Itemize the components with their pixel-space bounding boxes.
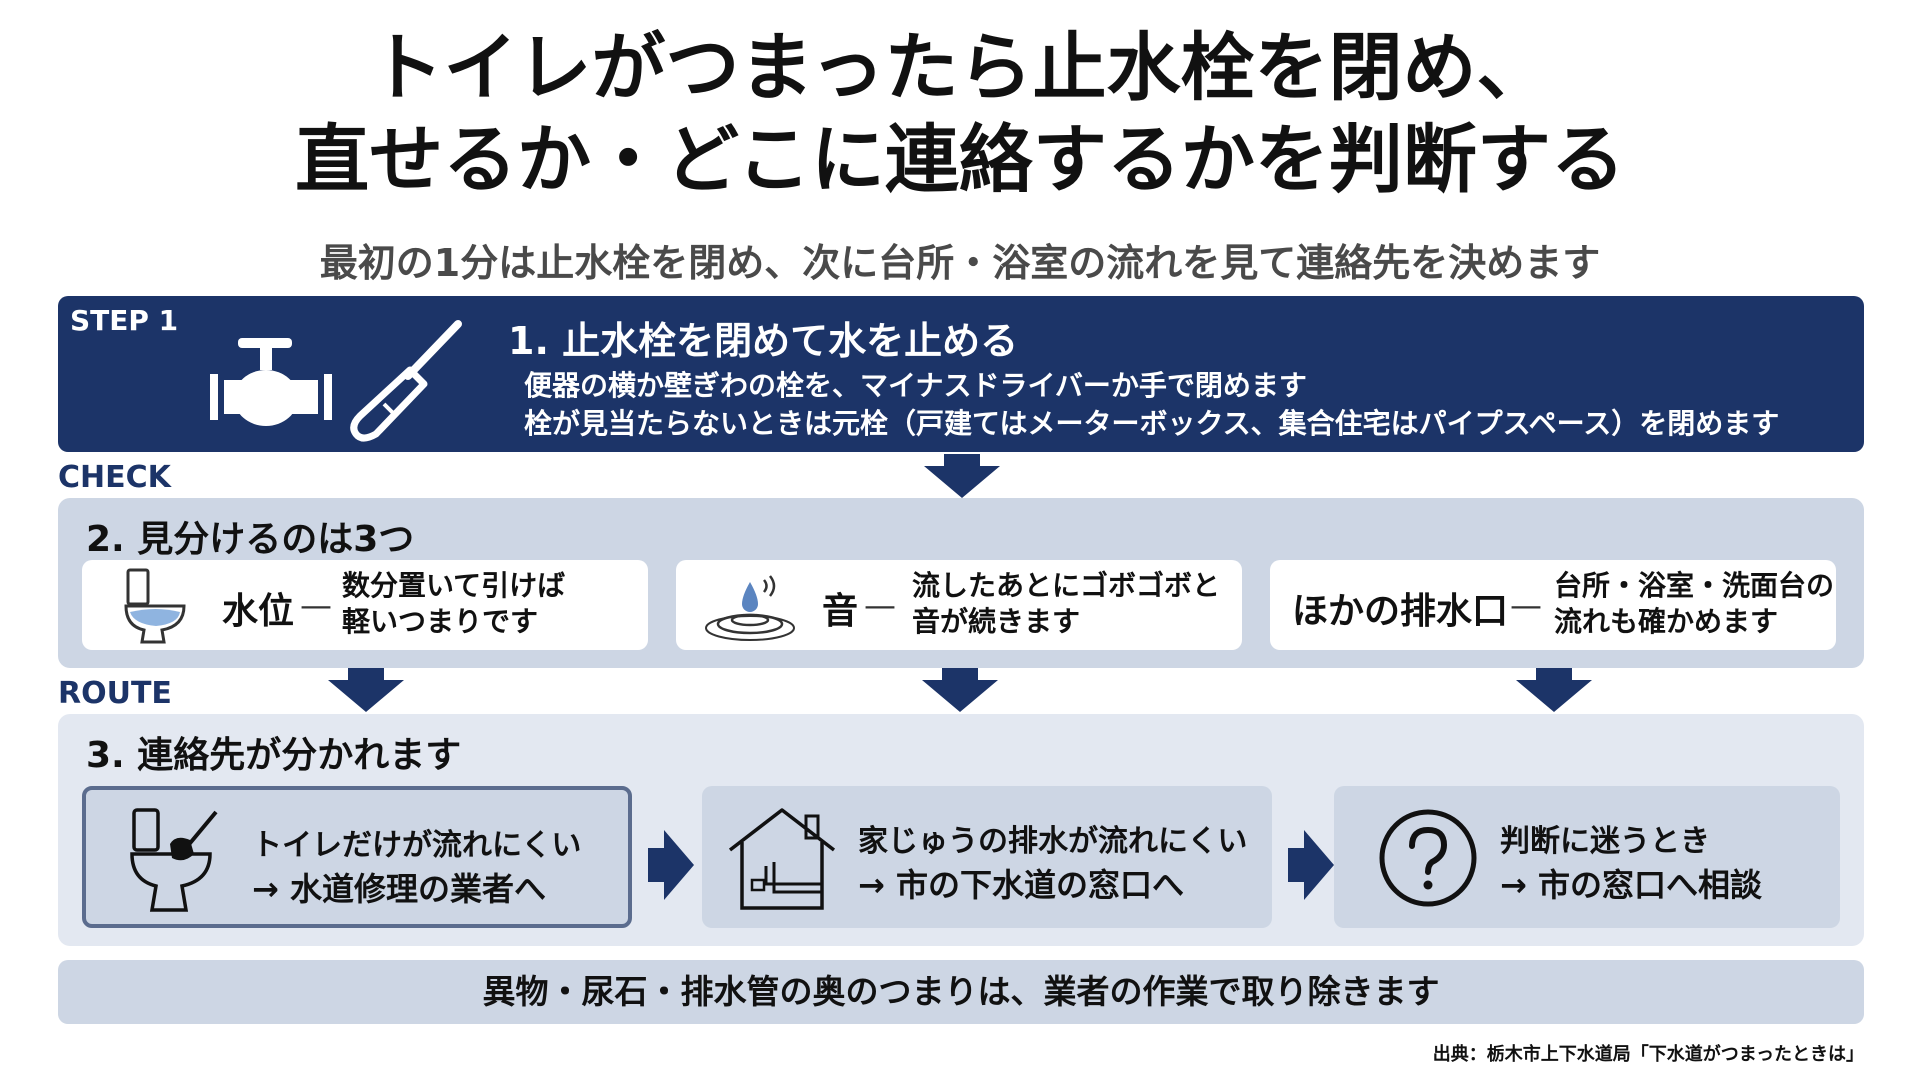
arrow-down-2a: [328, 668, 404, 712]
step1-tag: STEP 1: [70, 304, 179, 337]
source-credit: 出典：栃木市上下水道局「下水道がつまったときは」: [1432, 1044, 1864, 1065]
arrow-right-1: [648, 830, 694, 900]
bottom-note: 異物・尿石・排水管の奥のつまりは、業者の作業で取り除きます: [58, 960, 1864, 1024]
route-card-plumber: トイレだけが流れにくい → 水道修理の業者へ: [82, 786, 632, 928]
route-consult-line-2: → 市の窓口へ相談: [1500, 866, 1762, 904]
title-line-1: トイレがつまったら止水栓を閉め、: [369, 25, 1551, 111]
check-dash: —: [1510, 586, 1542, 624]
arrow-right-2: [1288, 830, 1334, 900]
arrow-down-2c: [1516, 668, 1592, 712]
route-plumber-line-2: → 水道修理の業者へ: [252, 870, 546, 908]
check-dash: —: [300, 586, 332, 624]
check-heading: 2. 見分けるのは3つ: [86, 519, 415, 560]
check-label-sound: 音: [822, 591, 859, 632]
step1-line-1: 便器の横か壁ぎわの栓を、マイナスドライバーか手で閉めます: [524, 369, 1307, 402]
step1-heading: 1. 止水栓を閉めて水を止める: [508, 319, 1019, 363]
route-tag: ROUTE: [58, 676, 172, 711]
check-card-sound: 音 — 流したあとにゴボゴボと 音が続きます: [676, 560, 1242, 650]
water-drop-sound-icon: [705, 575, 795, 641]
title-line-2: 直せるか・どこに連絡するかを判断する: [295, 117, 1625, 203]
arrow-down-2b: [922, 668, 998, 712]
check-label-other-drains: ほかの排水口: [1292, 591, 1509, 632]
route-panel: 3. 連絡先が分かれます トイレだけが流れにくい → 水道修理の業者へ 家じゅう…: [58, 714, 1864, 946]
check-desc-water-level-1: 数分置いて引けば: [342, 569, 566, 602]
route-card-city-sewer: 家じゅうの排水が流れにくい → 市の下水道の窓口へ: [702, 786, 1272, 928]
step1-line-2: 栓が見当たらないときは元栓（戸建てはメーターボックス、集合住宅はパイプスペース）…: [524, 407, 1780, 440]
check-panel: 2. 見分けるのは3つ 水位 — 数分置いて引けば 軽いつまりです 音 — 流し…: [58, 498, 1864, 668]
check-card-water-level: 水位 — 数分置いて引けば 軽いつまりです: [82, 560, 648, 650]
toilet-icon: [124, 568, 186, 644]
check-desc-water-level-2: 軽いつまりです: [342, 605, 539, 638]
step1-panel: STEP 1 1. 止水栓を閉めて水を止める 便器の横か壁ぎわの栓を、マイナスド…: [58, 296, 1864, 452]
faucet-valve-icon: [210, 338, 332, 426]
route-plumber-line-1: トイレだけが流れにくい: [252, 828, 582, 863]
screwdriver-icon: [350, 320, 462, 442]
check-tag: CHECK: [58, 460, 171, 495]
route-card-consult: 判断に迷うとき → 市の窓口へ相談: [1334, 786, 1840, 928]
toilet-plunger-icon: [130, 808, 218, 912]
house-pipes-icon: [728, 808, 836, 910]
check-desc-sound-2: 音が続きます: [912, 605, 1081, 638]
question-icon: [1379, 809, 1477, 907]
check-card-other-drains: ほかの排水口 — 台所・浴室・洗面台の 流れも確かめます: [1270, 560, 1836, 650]
check-desc-sound-1: 流したあとにゴボゴボと: [912, 569, 1221, 602]
check-desc-other-drains-2: 流れも確かめます: [1554, 605, 1779, 638]
check-label-water-level: 水位: [222, 591, 295, 632]
route-consult-line-1: 判断に迷うとき: [1500, 824, 1710, 859]
subtitle: 最初の1分は止水栓を閉め、次に台所・浴室の流れを見て連絡先を決めます: [319, 241, 1601, 285]
route-heading: 3. 連絡先が分かれます: [86, 735, 462, 776]
arrow-down-1: [924, 454, 1000, 498]
route-city-sewer-line-2: → 市の下水道の窓口へ: [858, 866, 1184, 904]
check-desc-other-drains-1: 台所・浴室・洗面台の: [1554, 569, 1835, 602]
route-city-sewer-line-1: 家じゅうの排水が流れにくい: [858, 824, 1248, 859]
check-dash: —: [864, 586, 896, 624]
